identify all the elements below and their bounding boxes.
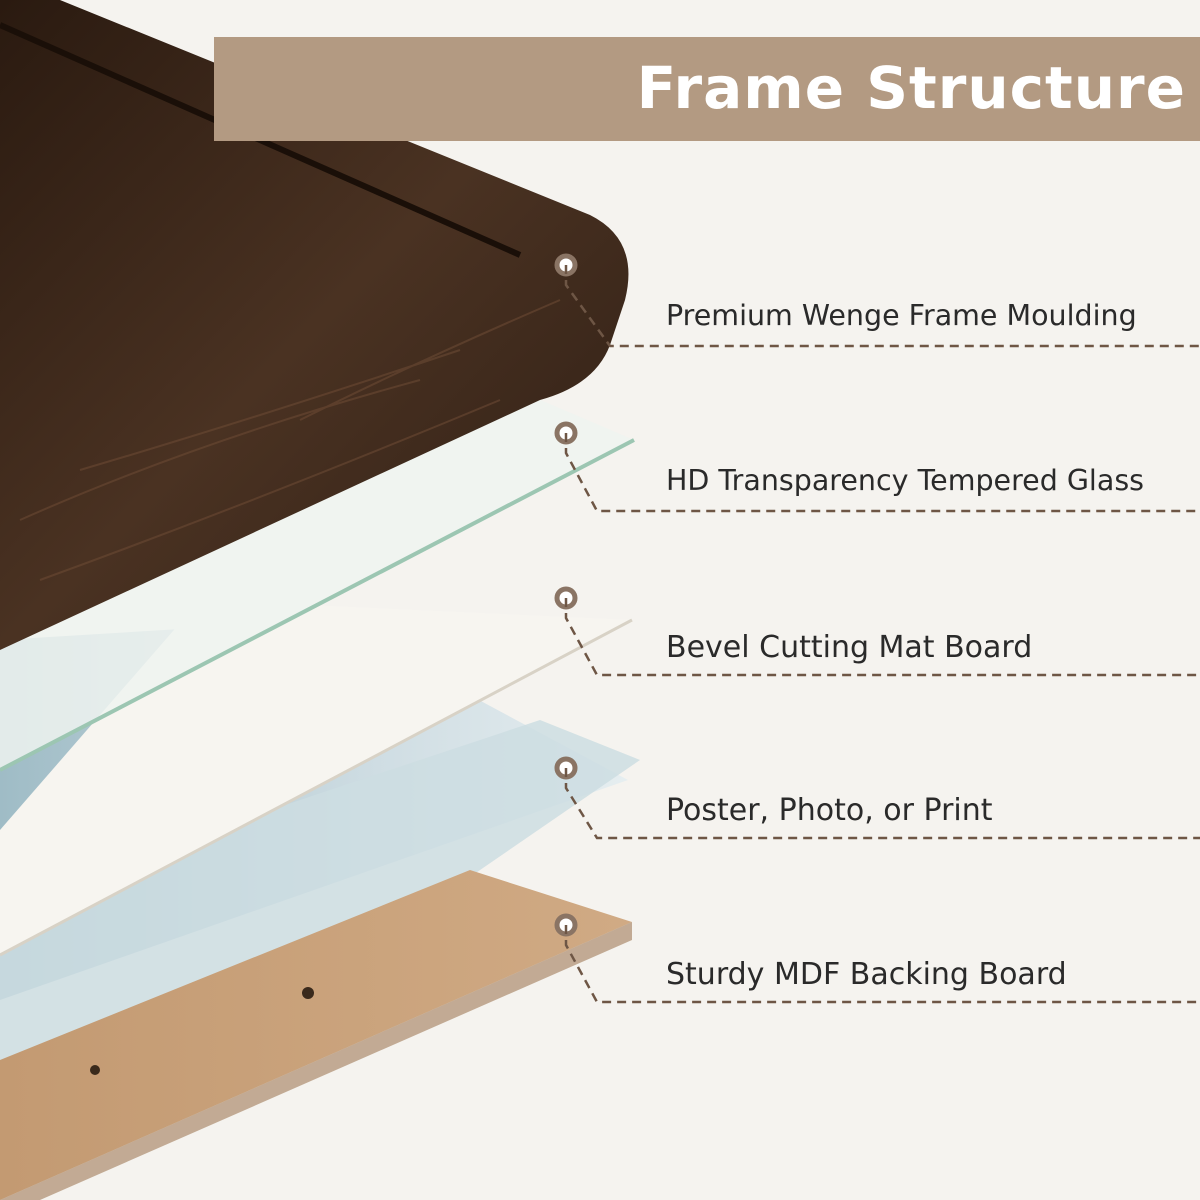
layer-label-mat: Bevel Cutting Mat Board xyxy=(666,630,1033,665)
layer-label-print: Poster, Photo, or Print xyxy=(666,793,993,828)
mdf-backing-bottom xyxy=(0,922,632,1200)
mdf-backing-layer xyxy=(0,870,632,1200)
page-title: Frame Structure xyxy=(636,54,1186,122)
glass-edge xyxy=(0,438,635,772)
wood-frame-corner xyxy=(0,0,629,650)
wood-grain xyxy=(19,299,561,581)
leader-line-glass xyxy=(554,421,1200,513)
layer-label-glass: HD Transparency Tempered Glass xyxy=(666,464,1145,497)
mat-board-edge xyxy=(0,618,633,957)
mdf-hole xyxy=(302,987,314,999)
leader-line-print xyxy=(554,756,1200,840)
leader-line-mat xyxy=(554,586,1200,677)
mdf-hole xyxy=(90,1065,100,1075)
layer-label-mdf: Sturdy MDF Backing Board xyxy=(666,957,1067,992)
leader-line-mdf xyxy=(554,913,1200,1004)
leader-line-frame xyxy=(554,253,1200,348)
layer-label-frame: Premium Wenge Frame Moulding xyxy=(666,299,1137,332)
title-banner: Frame Structure xyxy=(214,37,1200,141)
